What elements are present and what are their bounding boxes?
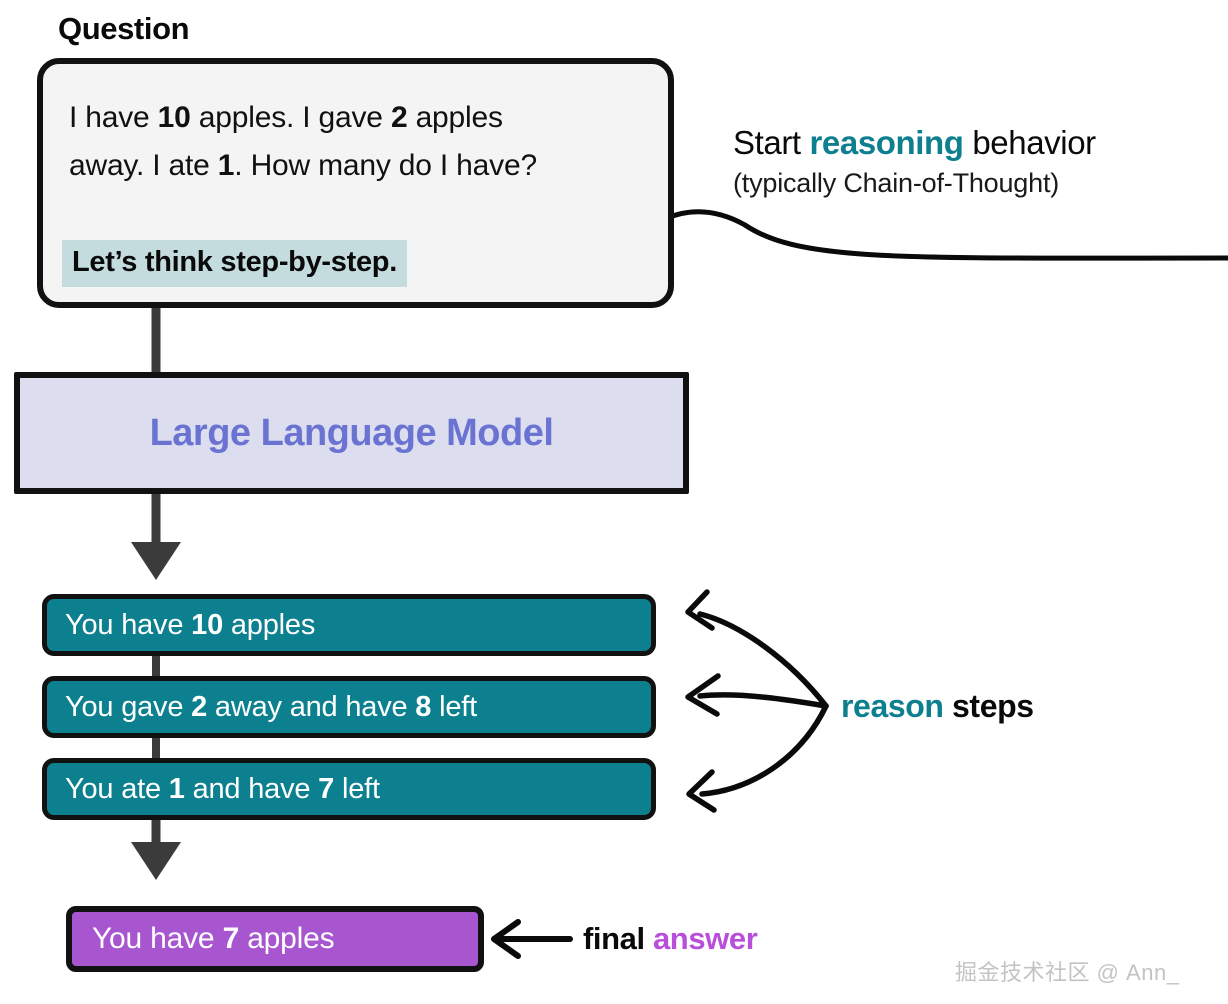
question-line1-part3: apples (407, 101, 503, 134)
reason-step-box-3: You ate 1 and have 7 left (42, 758, 656, 820)
step2-number-8: 8 (415, 690, 432, 723)
arrowhead-steps-to-final (131, 842, 181, 880)
curved-arrow-to-step1 (697, 611, 829, 709)
curved-arrow-to-hint (742, 222, 1228, 261)
annotation-reasoning-line1: Start reasoning behavior (733, 124, 1213, 162)
question-line1-number-2: 2 (390, 101, 408, 134)
watermark: 掘金技术社区 @ Ann_ (955, 960, 1180, 985)
annotation-reasoning-behavior: Start reasoning behavior (typically Chai… (733, 124, 1213, 199)
step2-number-2: 2 (191, 690, 208, 723)
final-part1: You have (92, 922, 223, 955)
annotation-reasoning-part1: Start (733, 124, 810, 161)
step3-part1: You ate (65, 772, 169, 805)
step3-number-7: 7 (318, 772, 335, 805)
reason-step-box-2: You gave 2 away and have 8 left (42, 676, 656, 738)
reason-step-box-1: You have 10 apples (42, 594, 656, 656)
step1-part1: You have (65, 608, 192, 641)
annotation-reason-keyword: reason (841, 688, 944, 724)
step3-number-1: 1 (168, 772, 185, 805)
question-line2-part2: . How many do I have? (234, 149, 537, 182)
arrowhead-to-step2 (685, 673, 721, 717)
reason-step-text-3: You ate 1 and have 7 left (47, 773, 380, 806)
annotation-final-answer: final answer (583, 921, 758, 957)
step1-number-10: 10 (191, 608, 223, 641)
question-line1-number-10: 10 (157, 101, 191, 134)
arrowhead-to-step3 (686, 769, 717, 813)
question-hint-wrapper: Let’s think step-by-step. (62, 240, 407, 287)
annotation-reason-steps: reason steps (841, 688, 1034, 725)
curved-arrow-to-step3 (699, 703, 829, 797)
annotation-answer-keyword: answer (652, 921, 758, 956)
annotation-reasoning-part2: behavior (963, 124, 1096, 161)
annotation-reasoning-keyword: reasoning (809, 124, 964, 161)
final-number-7: 7 (222, 922, 240, 955)
question-card: I have 10 apples. I gave 2 apples away. … (37, 58, 674, 308)
arrowhead-to-step1 (685, 589, 715, 631)
reason-step-text-2: You gave 2 away and have 8 left (47, 691, 477, 724)
question-line1-part2: apples. I gave (190, 101, 391, 134)
curved-arrow-to-step2 (697, 692, 829, 709)
annotation-steps-word: steps (943, 688, 1034, 724)
llm-box: Large Language Model (14, 372, 689, 494)
question-line1-part1: I have (69, 101, 158, 134)
question-label: Question (58, 11, 190, 46)
arrowhead-to-final-answer (491, 919, 521, 959)
step1-part2: apples (223, 608, 316, 641)
arrowhead-llm-to-steps (131, 542, 181, 580)
question-prompt-text: I have 10 apples. I gave 2 apples away. … (69, 94, 649, 190)
cot-trigger-highlight: Let’s think step-by-step. (62, 240, 407, 287)
step3-part3: left (334, 772, 380, 805)
question-line2-number-1: 1 (217, 149, 235, 182)
llm-label: Large Language Model (149, 411, 554, 454)
step2-part2: away and have (207, 690, 416, 723)
annotation-final-word: final (583, 921, 653, 956)
reason-step-text-1: You have 10 apples (47, 609, 315, 642)
annotation-reasoning-line2: (typically Chain-of-Thought) (733, 168, 1060, 198)
final-part2: apples (239, 922, 335, 955)
step3-part2: and have (184, 772, 319, 805)
step2-part3: left (431, 690, 477, 723)
final-answer-text: You have 7 apples (72, 922, 335, 956)
step2-part1: You gave (65, 690, 192, 723)
final-answer-box: You have 7 apples (66, 906, 484, 972)
question-line2-part1: away. I ate (69, 149, 218, 182)
